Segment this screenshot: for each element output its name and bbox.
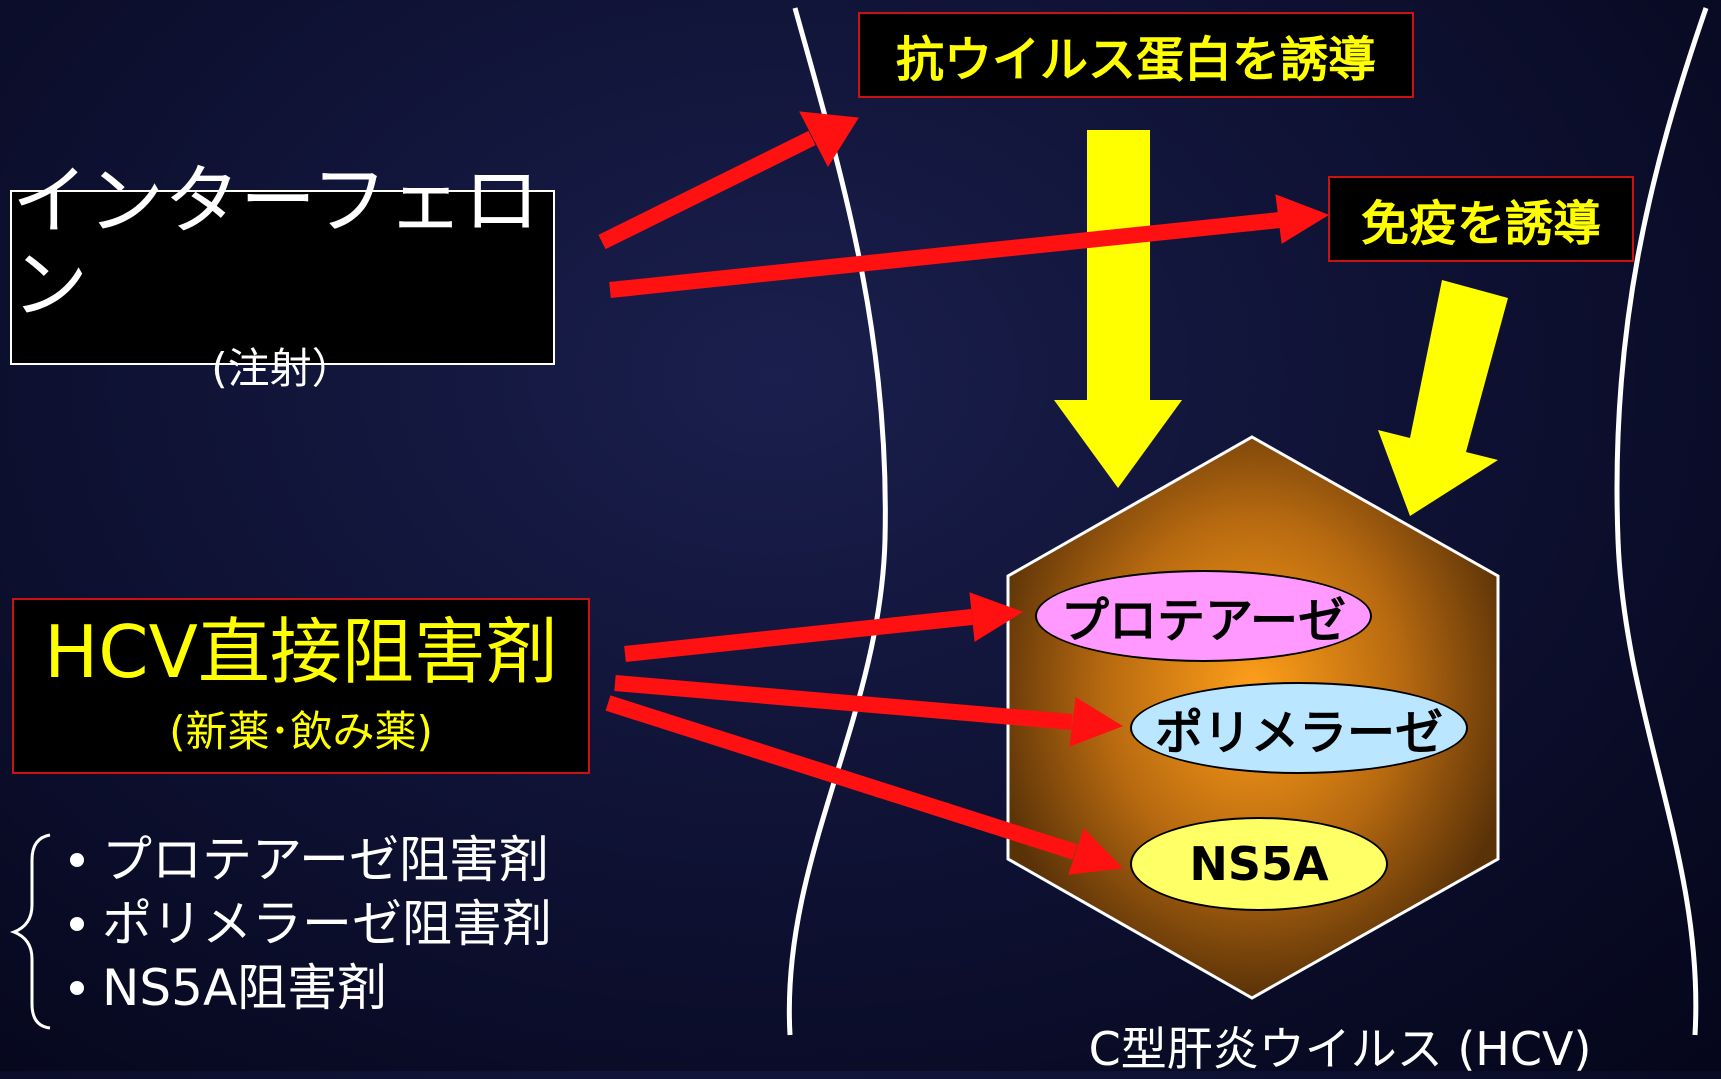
antiviral-protein-label: 抗ウイルス蛋白を誘導 xyxy=(858,12,1414,98)
red-arrow-to-antiviral xyxy=(598,111,859,250)
immunity-label: 免疫を誘導 xyxy=(1328,176,1634,262)
body-outline-right xyxy=(1614,7,1709,1036)
yellow-arrow-immunity xyxy=(1378,280,1508,516)
red-arrow-to-immunity xyxy=(609,194,1330,298)
list-item-label: NS5A阻害剤 xyxy=(102,959,388,1017)
bullet-icon xyxy=(70,981,84,995)
interferon-title: インターフェロン xyxy=(12,156,540,329)
protease-target: プロテアーゼ xyxy=(1035,570,1372,662)
red-arrow-to-polymerase xyxy=(614,675,1124,747)
list-item: ポリメラーゼ阻害剤 xyxy=(70,892,552,956)
inhibitor-list: プロテアーゼ阻害剤 ポリメラーゼ阻害剤 NS5A阻害剤 xyxy=(70,828,552,1020)
interferon-subtitle: (注射） xyxy=(211,343,354,393)
polymerase-target: ポリメラーゼ xyxy=(1130,682,1468,774)
hcv-direct-title: HCV直接阻害剤 xyxy=(44,609,558,694)
body-outline-left xyxy=(786,7,888,1036)
list-item: NS5A阻害剤 xyxy=(70,956,552,1020)
yellow-arrow-antiviral xyxy=(1054,130,1182,488)
interferon-box: インターフェロン (注射） xyxy=(10,159,555,393)
hcv-direct-subtitle: (新薬･飲み薬) xyxy=(169,707,433,757)
bullet-icon xyxy=(70,853,84,867)
list-item-label: ポリメラーゼ阻害剤 xyxy=(102,895,552,953)
list-brace xyxy=(9,833,51,1030)
list-item: プロテアーゼ阻害剤 xyxy=(70,828,552,892)
red-arrow-to-ns5a xyxy=(605,695,1124,875)
bullet-icon xyxy=(70,917,84,931)
list-item-label: プロテアーゼ阻害剤 xyxy=(102,831,549,889)
hcv-direct-inhibitor-box: HCV直接阻害剤 (新薬･飲み薬) xyxy=(12,598,590,774)
ns5a-target: NS5A xyxy=(1130,817,1388,911)
virus-caption: C型肝炎ウイルス (HCV) xyxy=(1088,1022,1592,1076)
red-arrow-to-protease xyxy=(624,592,1024,662)
